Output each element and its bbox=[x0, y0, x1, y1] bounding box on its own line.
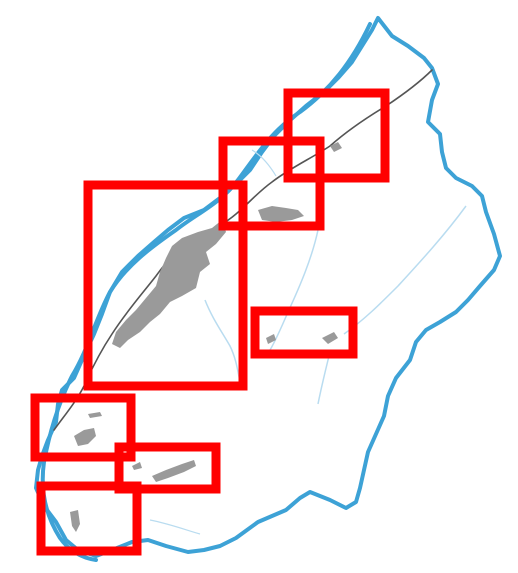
urban-area-east-settlement bbox=[266, 334, 276, 344]
stream bbox=[204, 299, 241, 383]
highlight-box-south-west-town bbox=[30, 393, 136, 462]
urban-area-north-town bbox=[258, 206, 304, 222]
stream bbox=[149, 519, 201, 535]
highlight-layer bbox=[30, 88, 390, 556]
urban-area-south-tip-town bbox=[70, 510, 80, 532]
urban-area-north-east-town bbox=[330, 142, 342, 152]
urban-area-south-settlement bbox=[132, 462, 142, 470]
urban-area-south-west-town bbox=[88, 412, 102, 418]
highlight-box-main-city bbox=[83, 180, 248, 391]
highlight-box-north-east-town bbox=[283, 88, 390, 183]
stream bbox=[251, 149, 277, 177]
highlight-box-south-settlement bbox=[114, 442, 221, 494]
urban-area-south-west-town bbox=[74, 428, 96, 446]
urban-area-main-city bbox=[112, 220, 226, 348]
highlight-box-south-tip-town bbox=[36, 481, 142, 556]
urban-area-east-settlement bbox=[322, 332, 338, 344]
stream bbox=[343, 205, 467, 335]
urban-area-south-settlement bbox=[152, 460, 196, 482]
highlight-box-east-settlement bbox=[250, 306, 358, 359]
